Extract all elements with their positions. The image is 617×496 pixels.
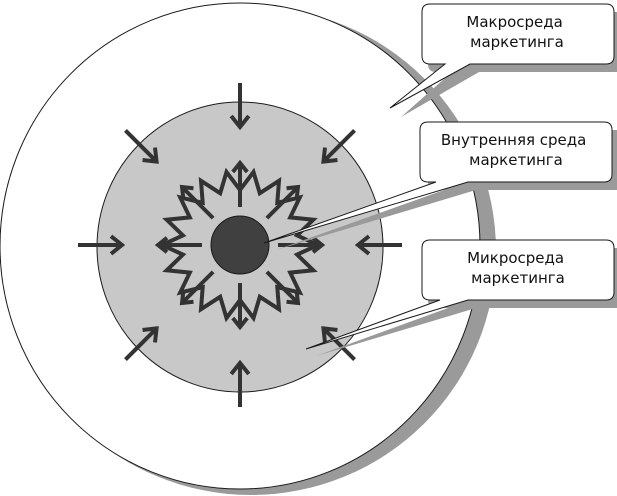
callout-internal-line2: маркетинга xyxy=(469,151,563,169)
outward-arrow xyxy=(265,184,301,220)
outward-arrow xyxy=(179,184,215,220)
callout-internal: Внутренняя среда маркетинга xyxy=(263,121,617,250)
callout-micro-line1: Микросреда xyxy=(467,249,564,267)
inward-arrow xyxy=(321,326,356,361)
outward-arrow xyxy=(154,236,202,254)
inward-arrow xyxy=(321,129,356,164)
inward-arrow xyxy=(78,234,126,256)
callout-micro-line2: маркетинга xyxy=(471,269,565,287)
outward-arrow xyxy=(179,270,215,306)
core-outward-arrows xyxy=(154,159,326,331)
svg-text:Внутренняя среда маркети: Внутренняя среда маркетинга xyxy=(441,131,591,169)
internal-environment-core xyxy=(210,215,270,275)
callout-macro-bubble xyxy=(389,3,615,109)
outer-inward-arrows xyxy=(78,83,402,407)
inward-arrow xyxy=(354,234,402,256)
callout-macro: Макросреда маркетинга xyxy=(389,3,617,117)
inward-arrow xyxy=(229,83,251,131)
inward-arrow xyxy=(124,326,159,361)
callout-micro: Микросреда маркетинга xyxy=(305,239,617,356)
outward-arrow xyxy=(278,236,326,254)
callout-internal-line1: Внутренняя среда xyxy=(441,131,586,149)
callout-micro-bubble xyxy=(305,239,615,350)
outward-arrow xyxy=(231,283,249,331)
outward-arrow xyxy=(231,159,249,207)
inward-arrow xyxy=(124,129,159,164)
svg-text:Макросреда маркетинга: Макросреда маркетинга xyxy=(466,13,567,51)
callout-macro-line1: Макросреда xyxy=(466,13,562,31)
outward-arrow xyxy=(265,270,301,306)
callout-macro-line2: маркетинга xyxy=(470,33,564,51)
callout-internal-bubble xyxy=(263,121,613,244)
inward-arrow xyxy=(229,359,251,407)
svg-text:Микросреда маркетинга: Микросреда маркетинга xyxy=(467,249,569,287)
